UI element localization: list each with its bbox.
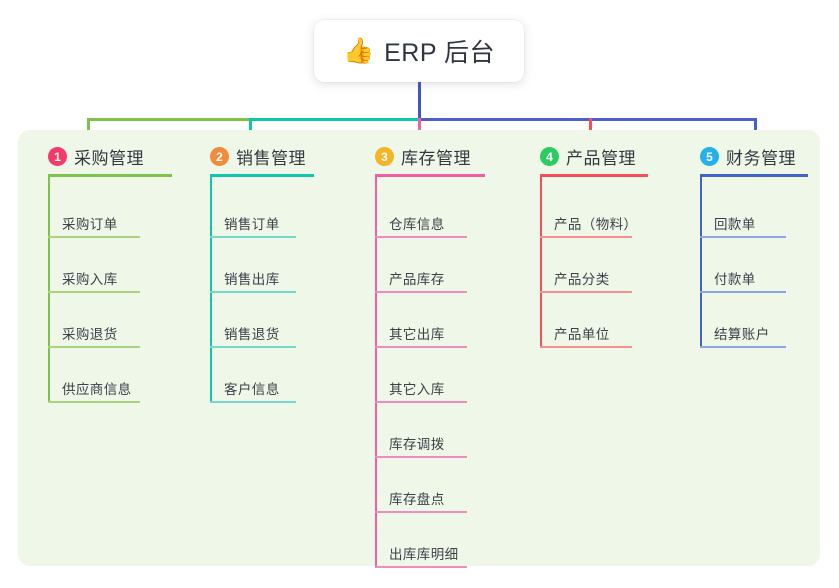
leaf-item-label: 销售退货 [224,327,280,342]
branch-header-销售管理[interactable]: 2 销售管理 [210,144,306,169]
leaf-item[interactable]: 产品单位 [540,302,652,348]
leaf-item[interactable]: 出库库明细 [375,522,487,568]
leaf-item-rule [210,401,296,403]
leaf-item-rule [210,236,296,238]
leaf-item-rule [540,236,632,238]
branches-panel [18,130,820,566]
leaf-item[interactable]: 结算账户 [700,302,806,348]
branch-title: 销售管理 [236,149,306,168]
bus-segment-2 [250,118,419,121]
branch-number-badge: 1 [48,147,67,166]
leaf-item-label: 客户信息 [224,382,280,397]
leaf-item-rule [48,346,140,348]
branch-number-badge: 4 [540,147,559,166]
leaf-item[interactable]: 回款单 [700,192,806,238]
leaf-item-rule [210,346,296,348]
leaf-item[interactable]: 销售退货 [210,302,316,348]
leaf-item-rule [540,346,632,348]
branch-header-库存管理[interactable]: 3 库存管理 [375,144,471,169]
leaf-item-label: 采购订单 [62,217,118,232]
leaf-item-label: 产品分类 [554,272,610,287]
leaf-item-label: 出库库明细 [389,547,459,562]
branch-header-rule [48,174,172,177]
thumbs-up-icon: 👍 [342,36,375,65]
leaf-item-rule [48,236,140,238]
leaf-item-rule [375,291,467,293]
leaf-item-rule [700,236,786,238]
leaf-item-label: 采购入库 [62,272,118,287]
branch-number-badge: 2 [210,147,229,166]
leaf-item[interactable]: 库存盘点 [375,467,487,513]
branch-title: 产品管理 [566,149,636,168]
leaf-item[interactable]: 产品（物料） [540,192,652,238]
leaf-item[interactable]: 供应商信息 [48,357,160,403]
leaf-item-rule [48,291,140,293]
leaf-item-rule [375,566,467,568]
leaf-item-label: 其它出库 [389,327,445,342]
leaf-item[interactable]: 库存调拨 [375,412,487,458]
leaf-item[interactable]: 其它入库 [375,357,487,403]
leaf-item[interactable]: 销售出库 [210,247,316,293]
root-node-content: 👍 ERP 后台 [343,33,495,69]
leaf-item-label: 供应商信息 [62,382,132,397]
branch-header-财务管理[interactable]: 5 财务管理 [700,144,796,169]
leaf-item-label: 仓库信息 [389,217,445,232]
leaf-item-rule [210,291,296,293]
leaf-item-rule [540,291,632,293]
leaf-item[interactable]: 付款单 [700,247,806,293]
branch-header-rule [700,174,808,177]
leaf-item[interactable]: 产品库存 [375,247,487,293]
root-node-card[interactable]: 👍 ERP 后台 [314,20,524,82]
branch-header-rule [540,174,648,177]
branch-header-采购管理[interactable]: 1 采购管理 [48,144,144,169]
leaf-item-label: 回款单 [714,217,756,232]
leaf-item-rule [375,401,467,403]
branch-trunk-line [540,174,542,348]
leaf-item-label: 产品库存 [389,272,445,287]
leaf-item-rule [375,346,467,348]
root-node-title: ERP 后台 [384,39,496,67]
leaf-item[interactable]: 其它出库 [375,302,487,348]
leaf-item-rule [375,236,467,238]
leaf-item[interactable]: 销售订单 [210,192,316,238]
leaf-item[interactable]: 产品分类 [540,247,652,293]
leaf-item[interactable]: 客户信息 [210,357,316,403]
branch-number-badge: 3 [375,147,394,166]
branch-title: 采购管理 [74,149,144,168]
branch-title: 财务管理 [726,149,796,168]
branch-header-产品管理[interactable]: 4 产品管理 [540,144,636,169]
branch-header-rule [210,174,314,177]
branch-trunk-line [700,174,702,348]
leaf-item[interactable]: 仓库信息 [375,192,487,238]
branch-trunk-line [210,174,212,403]
root-stem-connector [418,82,421,118]
leaf-item-label: 库存调拨 [389,437,445,452]
leaf-item-label: 付款单 [714,272,756,287]
leaf-item-rule [48,401,140,403]
leaf-item-label: 销售出库 [224,272,280,287]
leaf-item-rule [700,291,786,293]
leaf-item-label: 其它入库 [389,382,445,397]
leaf-item-label: 产品（物料） [554,217,638,232]
branch-header-rule [375,174,485,177]
leaf-item-rule [700,346,786,348]
leaf-item-rule [375,511,467,513]
branch-title: 库存管理 [401,149,471,168]
leaf-item[interactable]: 采购入库 [48,247,160,293]
branch-trunk-line [375,174,377,568]
branch-trunk-line [48,174,50,403]
bus-segment-3 [419,118,757,121]
leaf-item-label: 库存盘点 [389,492,445,507]
branch-number-badge: 5 [700,147,719,166]
leaf-item-label: 结算账户 [714,327,770,342]
leaf-item[interactable]: 采购订单 [48,192,160,238]
bus-segment-1 [88,118,250,121]
leaf-item-rule [375,456,467,458]
leaf-item-label: 销售订单 [224,217,280,232]
leaf-item[interactable]: 采购退货 [48,302,160,348]
leaf-item-label: 采购退货 [62,327,118,342]
leaf-item-label: 产品单位 [554,327,610,342]
